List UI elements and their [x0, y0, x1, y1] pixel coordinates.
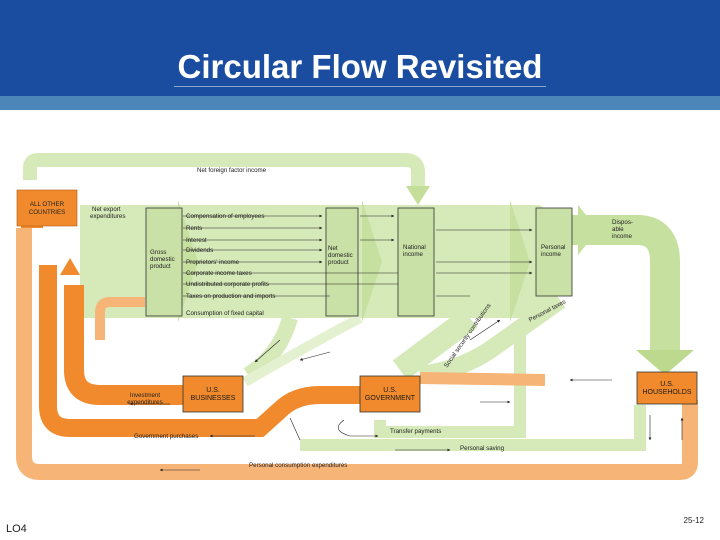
slide-title-text: Circular Flow Revisited [173, 48, 547, 87]
income-item-0: Compensation of employees [186, 213, 264, 220]
us-households-line1: U.S. [660, 381, 674, 388]
income-item-1: Rents [186, 225, 202, 232]
personal-saving-label: Personal saving [460, 445, 505, 452]
national-income-line2: income [403, 251, 424, 258]
government-purchases-flow [39, 265, 360, 437]
us-government-line2: GOVERNMENT [365, 395, 416, 402]
gdp-line2: domestic [150, 256, 175, 263]
personal-income-box [535, 207, 573, 297]
personal-consumption-flow [16, 228, 698, 480]
disposable-income-arrowhead [636, 350, 694, 375]
disposable-income-line3: income [612, 233, 633, 240]
title-bar [0, 0, 720, 96]
fixed-capital-flow [243, 315, 298, 382]
net-export-line2: expenditures [90, 213, 125, 220]
learning-objective-label: LO4 [6, 523, 27, 535]
us-businesses-box [182, 375, 244, 413]
ndp-line3: product [328, 259, 349, 266]
all-other-countries-line1: ALL OTHER [30, 201, 65, 208]
disposable-income-line1: Dispos- [612, 219, 633, 226]
national-income-line1: National [403, 244, 426, 251]
personal-saving-flow [300, 405, 646, 451]
personal-consumption-label: Personal consumption expenditures [249, 462, 347, 469]
social-security-flow [392, 308, 478, 380]
us-households-label: U.S.HOUSEHOLDS [642, 381, 691, 396]
national-income-box [397, 207, 435, 317]
income-arrow-2 [362, 200, 382, 322]
us-government-box [359, 375, 421, 413]
income-item-2: Interest [186, 237, 207, 244]
inner-investment-flow [95, 297, 145, 340]
taxes-to-govt-flow [242, 313, 363, 387]
income-item-arrows [129, 214, 684, 472]
gdp-line3: product [150, 263, 171, 270]
ne-arrowhead [60, 258, 80, 275]
gdp-box [145, 207, 183, 317]
income-item-5: Corporate income taxes [186, 270, 252, 277]
slide-number: 25-12 [683, 516, 704, 525]
income-item-4: Proprietors' income [186, 259, 240, 266]
fixed-capital-label: Consumption of fixed capital [186, 310, 264, 317]
investment-line2: expenditures [127, 399, 162, 406]
gdp-line1: Gross [150, 249, 167, 256]
personal-income-line2: income [541, 251, 562, 258]
government-purchases-label: Government purchases [134, 433, 198, 440]
income-item-3: Dividends [186, 247, 213, 254]
investment-flow [64, 285, 183, 405]
transfer-payments-flow [374, 312, 541, 438]
us-businesses-label: U.S.BUSINESSES [191, 387, 236, 402]
household-to-govt-flow [419, 372, 546, 386]
us-government-line1: U.S. [383, 387, 397, 394]
us-businesses-line1: U.S. [206, 387, 220, 394]
disposable-income-line2: able [612, 226, 624, 233]
title-band [0, 96, 720, 110]
net-export-line1: Net export [92, 206, 121, 213]
us-households-line2: HOUSEHOLDS [642, 389, 691, 396]
ndp-box [325, 207, 359, 317]
income-item-7: Taxes on production and imports [186, 293, 275, 300]
all-other-countries-box [16, 189, 78, 227]
income-item-6: Undistributed corporate profits [186, 281, 269, 288]
investment-line1: Investment [130, 392, 161, 399]
personal-income-line1: Personal [541, 244, 565, 251]
net-foreign-income-arrowhead [406, 186, 430, 205]
transfer-payments-label: Transfer payments [390, 428, 441, 435]
net-foreign-income-label: Net foreign factor income [197, 167, 267, 174]
us-households-box [636, 371, 698, 405]
net-foreign-income-flow [23, 153, 425, 188]
income-arrow-1 [178, 200, 198, 322]
us-government-label: U.S.GOVERNMENT [365, 387, 416, 402]
slide-title: Circular Flow Revisited [0, 48, 720, 87]
ndp-line2: domestic [328, 252, 353, 259]
us-businesses-line2: BUSINESSES [191, 395, 236, 402]
income-arrow-3 [510, 200, 530, 322]
disposable-income-flow [572, 215, 680, 352]
all-other-countries-line2: COUNTRIES [29, 209, 65, 216]
ndp-line1: Net [328, 245, 338, 252]
